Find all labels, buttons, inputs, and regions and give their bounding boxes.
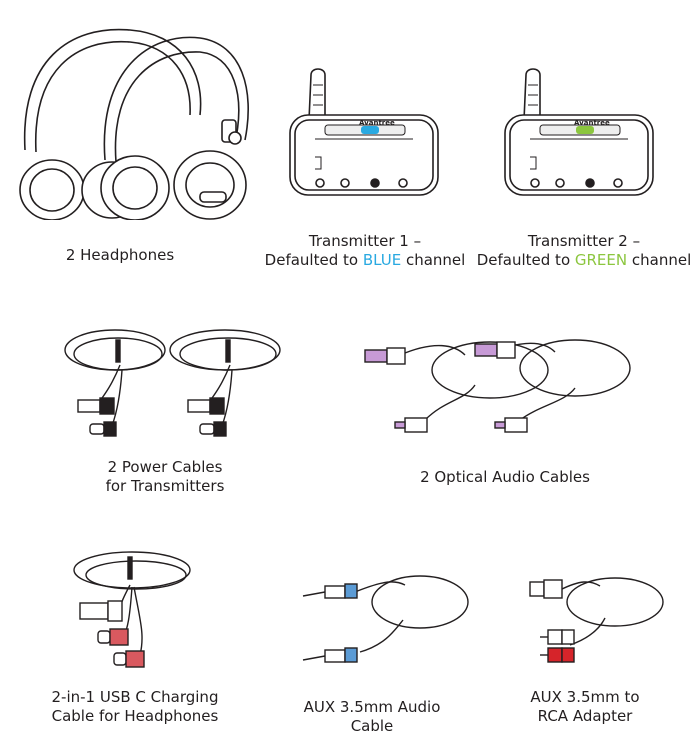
power-cables-line1: 2 Power Cables xyxy=(107,458,223,476)
transmitter1-channel-color: BLUE xyxy=(362,251,402,269)
transmitter2-caption: Transmitter 2 – Defaulted to GREEN chann… xyxy=(475,232,693,270)
optical-cables-caption: 2 Optical Audio Cables xyxy=(400,468,610,487)
transmitter2-channel-color: GREEN xyxy=(574,251,628,269)
rca-adapter-line2: RCA Adapter xyxy=(537,707,633,725)
headphones-caption: 2 Headphones xyxy=(40,246,200,265)
usb-c-cable-line2: Cable for Headphones xyxy=(51,707,219,725)
power-cables-line2: for Transmitters xyxy=(105,477,225,495)
optical-cables-label: 2 Optical Audio Cables xyxy=(420,468,590,486)
transmitter1-default-prefix: Defaulted to xyxy=(264,251,363,269)
transmitter2-default-suffix: channel xyxy=(627,251,692,269)
usb-c-cable-icon xyxy=(60,545,200,675)
headphones-label: 2 Headphones xyxy=(65,246,175,264)
power-cables-caption: 2 Power Cables for Transmitters xyxy=(90,458,240,496)
transmitter2-brand: Avantree xyxy=(574,119,610,127)
transmitter2-default-prefix: Defaulted to xyxy=(476,251,575,269)
aux-cable-label: AUX 3.5mm Audio Cable xyxy=(303,698,441,735)
rca-adapter-caption: AUX 3.5mm to RCA Adapter xyxy=(515,688,655,726)
transmitter-icon xyxy=(285,65,445,205)
headphones-icon xyxy=(10,20,260,220)
transmitter1-title: Transmitter 1 – xyxy=(308,232,422,250)
transmitter1-caption: Transmitter 1 – Defaulted to BLUE channe… xyxy=(255,232,475,270)
transmitter2-title: Transmitter 2 – xyxy=(527,232,641,250)
usb-c-cable-caption: 2-in-1 USB C Charging Cable for Headphon… xyxy=(45,688,225,726)
transmitter2-default-line: Defaulted to GREEN channel xyxy=(475,251,693,270)
optical-cable-icon xyxy=(345,330,645,450)
transmitter1-brand: Avantree xyxy=(359,119,395,127)
rca-adapter-icon xyxy=(520,560,670,675)
rca-adapter-line1: AUX 3.5mm to xyxy=(530,688,640,706)
aux-cable-icon xyxy=(295,560,475,670)
transmitter1-default-suffix: channel xyxy=(401,251,466,269)
usb-c-cable-line1: 2-in-1 USB C Charging xyxy=(51,688,219,706)
transmitter1-default-line: Defaulted to BLUE channel xyxy=(255,251,475,270)
power-cable-icon xyxy=(60,320,300,450)
transmitter-icon xyxy=(500,65,660,205)
aux-cable-caption: AUX 3.5mm Audio Cable xyxy=(282,698,462,736)
